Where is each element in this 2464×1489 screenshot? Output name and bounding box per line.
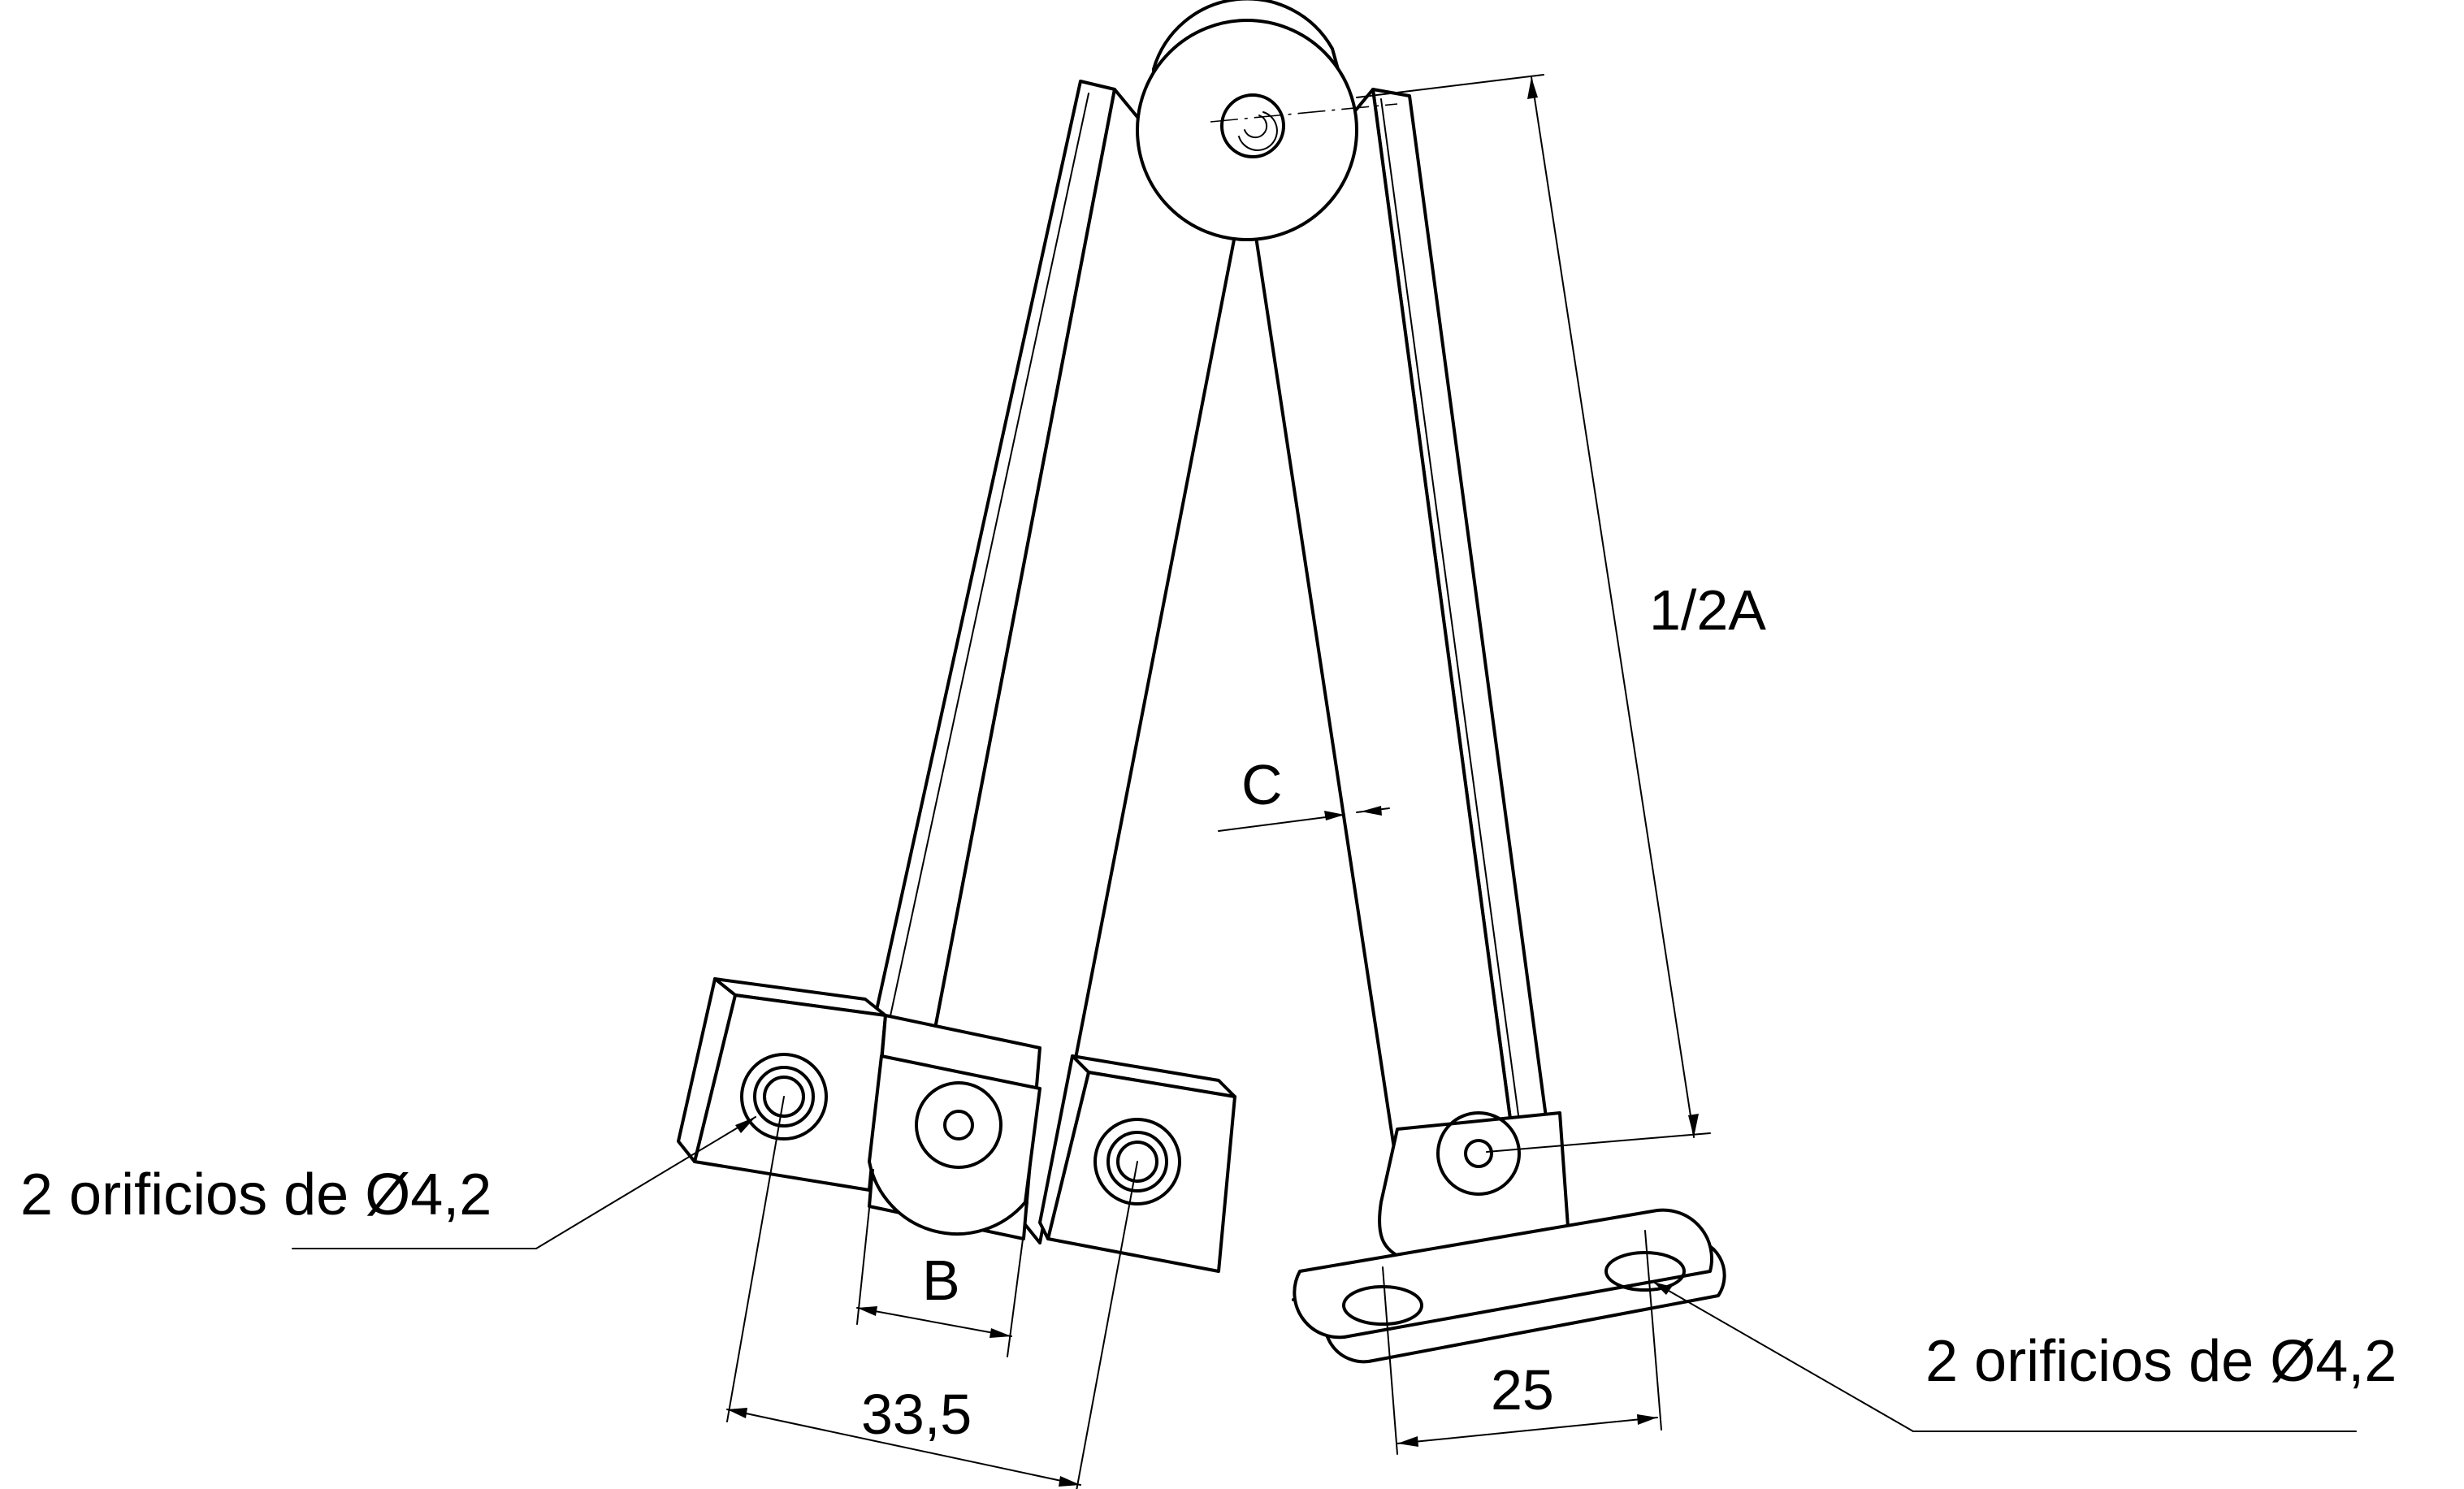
right-base bbox=[1292, 1111, 1726, 1364]
dim-25-label: 25 bbox=[1491, 1358, 1554, 1422]
holes-right-label: 2 orificios de Ø4,2 bbox=[1925, 1329, 2397, 1394]
dim-33-5-label: 33,5 bbox=[861, 1383, 972, 1446]
dimension-c: C bbox=[1218, 753, 1390, 832]
dimension-half-a: 1/2A bbox=[1356, 74, 1766, 1153]
dim-c-label: C bbox=[1241, 753, 1283, 816]
leader-left-holes: 2 orificios de Ø4,2 bbox=[20, 1116, 756, 1249]
right-arm bbox=[1254, 88, 1549, 1171]
dimension-b: B bbox=[856, 1169, 1028, 1357]
left-base bbox=[677, 977, 1236, 1273]
leader-right-holes: 2 orificios de Ø4,2 bbox=[1652, 1281, 2397, 1432]
top-pivot-roller bbox=[1136, 0, 1398, 241]
holes-left-label: 2 orificios de Ø4,2 bbox=[20, 1162, 492, 1227]
dimension-33-5: 33,5 bbox=[726, 1096, 1138, 1489]
dim-b-label: B bbox=[922, 1249, 960, 1312]
dim-half-a-label: 1/2A bbox=[1649, 578, 1766, 642]
dimension-25: 25 bbox=[1382, 1230, 1662, 1455]
